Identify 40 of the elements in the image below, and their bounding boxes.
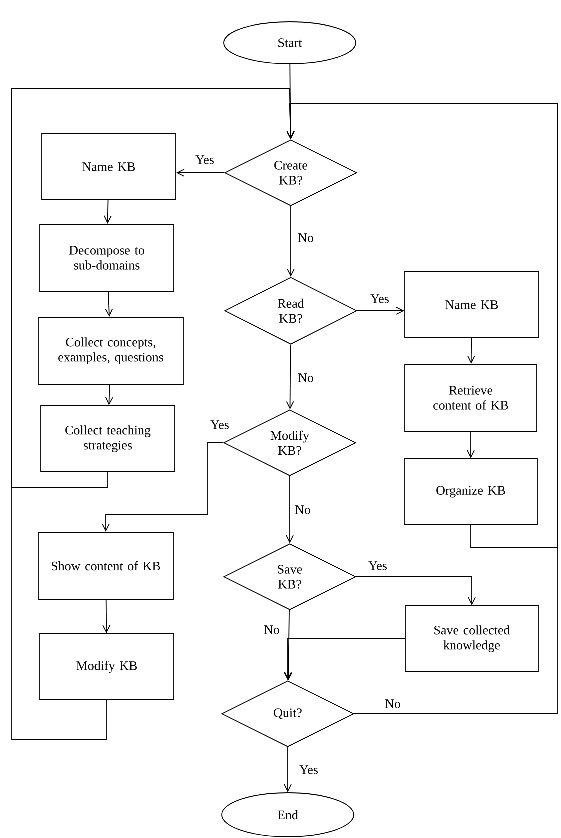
arrow — [12, 88, 295, 740]
edge-label: No — [384, 698, 402, 710]
arrow — [286, 64, 295, 140]
process-box: Decompose to sub-domains — [40, 224, 174, 292]
process-box: Organize KB — [404, 458, 538, 526]
process-box: Show content of KB — [38, 532, 174, 600]
arrow — [467, 432, 475, 459]
process-box: Modify KB — [40, 634, 174, 700]
arrow — [287, 206, 295, 278]
process-box: Collect concepts, examples, questions — [38, 317, 184, 385]
arrow — [102, 442, 224, 532]
process-box: Retrieve content of KB — [404, 364, 538, 432]
edge-label: Yes — [368, 560, 388, 572]
terminal-oval: Start — [224, 22, 356, 64]
edge-label: No — [294, 504, 312, 516]
arrow — [284, 747, 292, 793]
arrow — [102, 600, 111, 634]
arrow — [105, 384, 114, 406]
process-box: Save collected knowledge — [405, 606, 539, 672]
edge-label: Yes — [194, 154, 216, 166]
arrow — [284, 610, 293, 681]
edge-label: Yes — [370, 294, 390, 304]
arrow — [357, 307, 405, 315]
arrow — [356, 576, 476, 606]
edge-label: Yes — [298, 764, 320, 776]
process-box: Name KB — [404, 272, 540, 338]
arrow — [176, 169, 225, 177]
arrow — [468, 338, 476, 364]
process-box: Collect teaching strategies — [40, 406, 176, 472]
arrow — [286, 476, 294, 544]
arrow — [104, 200, 112, 224]
edge-label: No — [297, 372, 315, 384]
edge-label: No — [263, 624, 281, 636]
arrow — [284, 638, 406, 681]
arrow — [286, 104, 558, 714]
arrow — [105, 292, 114, 318]
process-box: Name KB — [42, 134, 176, 200]
arrow — [286, 344, 294, 410]
edge-label: No — [297, 232, 315, 244]
terminal-oval: End — [222, 792, 354, 838]
